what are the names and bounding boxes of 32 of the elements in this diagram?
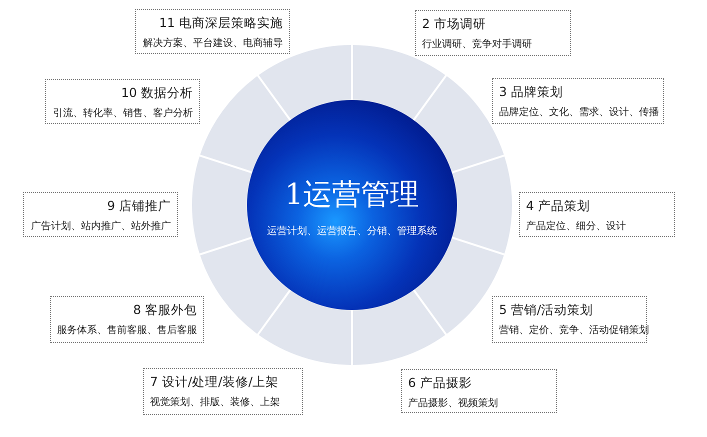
topic-details: 品牌定位、文化、需求、设计、传播 — [499, 106, 659, 119]
topic-title: 11 电商深层策略实施 — [159, 15, 283, 31]
topic-title: 10 数据分析 — [121, 85, 193, 101]
topic-title: 2 市场调研 — [422, 16, 486, 32]
topic-title: 3 品牌策划 — [499, 84, 563, 100]
topic-details: 产品摄影、视频策划 — [408, 397, 498, 410]
topic-details: 解决方案、平台建设、电商辅导 — [143, 37, 283, 50]
topic-details: 营销、定价、竞争、活动促销策划 — [499, 324, 649, 337]
topic-box — [492, 78, 664, 124]
topic-box — [135, 9, 290, 54]
topic-title: 4 产品策划 — [526, 198, 590, 214]
topic-title: 9 店铺推广 — [107, 198, 171, 214]
topic-box — [50, 296, 204, 343]
topic-title: 7 设计/处理/装修/上架 — [150, 374, 279, 390]
topic-box — [143, 368, 303, 415]
topic-box — [519, 192, 675, 237]
topic-box — [415, 10, 571, 56]
topic-details: 视觉策划、排版、装修、上架 — [150, 396, 280, 409]
center-title: 1运营管理 — [284, 176, 420, 210]
topic-box — [401, 369, 557, 413]
topic-title: 6 产品摄影 — [408, 375, 472, 391]
topic-box — [23, 192, 178, 237]
topic-box — [45, 79, 200, 124]
topic-details: 服务体系、售前客服、售后客服 — [57, 324, 197, 337]
center-details: 运营计划、运营报告、分销、管理系统 — [267, 224, 437, 238]
topic-details: 广告计划、站内推广、站外推广 — [31, 220, 171, 233]
topic-title: 8 客服外包 — [133, 302, 197, 318]
topic-box — [492, 296, 647, 343]
topic-details: 引流、转化率、销售、客户分析 — [53, 107, 193, 120]
topic-title: 5 营销/活动策划 — [499, 302, 594, 318]
topic-details: 行业调研、竞争对手调研 — [422, 38, 532, 51]
topic-details: 产品定位、细分、设计 — [526, 220, 626, 233]
